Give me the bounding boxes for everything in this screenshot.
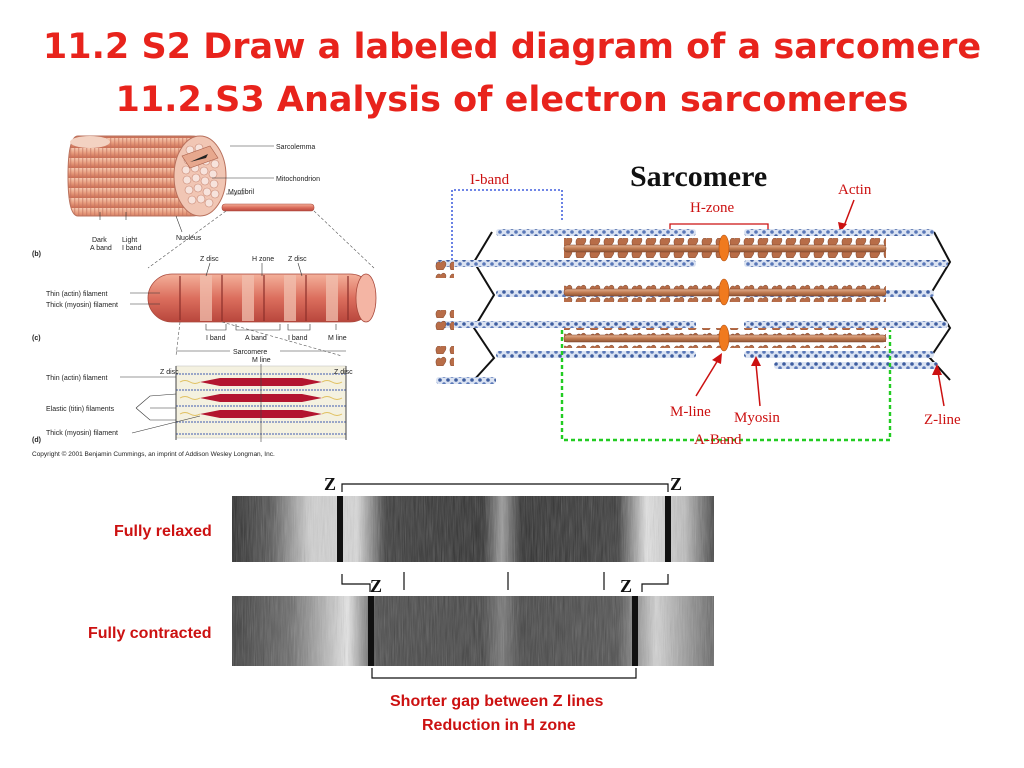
m-line-discs	[718, 234, 730, 352]
label-i-band-c2: I band	[288, 335, 308, 342]
label-thick-myosin-d: Thick (myosin) filament	[46, 430, 118, 437]
micrograph-contracted	[232, 596, 714, 666]
label-a-band: A band	[90, 245, 112, 252]
label-thin-actin-d: Thin (actin) filament	[46, 375, 108, 382]
z-label-relaxed-right: Z	[670, 474, 682, 494]
label-h-zone: H zone	[252, 256, 274, 263]
micrograph-relaxed	[232, 496, 714, 562]
label-z-disc-1: Z disc	[200, 256, 219, 263]
label-m-line: M-line	[670, 404, 711, 420]
label-a-band-c: A band	[245, 335, 267, 342]
myofibril-segment	[147, 273, 377, 323]
label-h-zone: H-zone	[690, 200, 734, 216]
label-light: Light	[122, 237, 137, 244]
z-label-contracted-right: Z	[620, 576, 632, 596]
sarcomere-title: Sarcomere	[630, 160, 767, 193]
label-z-disc-d2: Z disc	[334, 369, 353, 376]
label-sarcolemma: Sarcolemma	[276, 144, 315, 151]
label-z-disc-2: Z disc	[288, 256, 307, 263]
label-i-band-c1: I band	[206, 335, 226, 342]
caption-shorter-gap: Shorter gap between Z lines	[390, 693, 603, 710]
label-nucleus: Nucleus	[176, 235, 202, 242]
label-a-band: A-Band	[694, 432, 742, 448]
label-myosin: Myosin	[734, 410, 780, 426]
panel-label-c: (c)	[32, 335, 41, 342]
label-i-band: I-band	[470, 172, 510, 188]
z-label-contracted-left: Z	[370, 576, 382, 596]
muscle-fibre	[67, 135, 315, 220]
label-thick-myosin: Thick (myosin) filament	[46, 302, 118, 309]
label-myofibril: Myofibril	[228, 189, 255, 196]
label-mitochondrion: Mitochondrion	[276, 176, 320, 183]
label-elastic-titin: Elastic (titin) filaments	[46, 406, 115, 413]
label-actin: Actin	[838, 182, 872, 198]
panel-label-d: (d)	[32, 437, 41, 444]
label-m-line-c: M line	[328, 335, 347, 342]
filament-detail	[175, 364, 347, 442]
z-lines	[472, 231, 952, 381]
electron-micrograph-comparison: Z Z Z Z Fully relaxed Fully contracted S…	[88, 474, 714, 734]
copyright-note: Copyright © 2001 Benjamin Cummings, an i…	[32, 450, 275, 458]
caption-reduction-h-zone: Reduction in H zone	[422, 717, 576, 734]
label-sarcomere: Sarcomere	[233, 349, 267, 356]
label-z-line: Z-line	[924, 412, 961, 428]
label-thin-actin: Thin (actin) filament	[46, 291, 108, 298]
label-dark: Dark	[92, 237, 107, 244]
sarcomere-diagram: Sarcomere I-band H-zone Actin	[434, 160, 961, 448]
label-m-line-d: M line	[252, 357, 271, 364]
muscle-structure-diagram: Sarcolemma Mitochondrion Myofibril Nucle…	[32, 135, 377, 458]
label-z-disc-d1: Z disc	[160, 369, 179, 376]
panel-label-b: (b)	[32, 251, 41, 258]
label-fully-contracted: Fully contracted	[88, 625, 212, 642]
slide-title-line-2: 11.2.S3 Analysis of electron sarcomeres	[115, 80, 909, 120]
label-fully-relaxed: Fully relaxed	[114, 523, 212, 540]
slide-title-line-1: 11.2 S2 Draw a labeled diagram of a sarc…	[42, 27, 982, 67]
myosin-filaments	[434, 238, 887, 368]
z-label-relaxed-left: Z	[324, 474, 336, 494]
label-i-band: I band	[122, 245, 142, 252]
